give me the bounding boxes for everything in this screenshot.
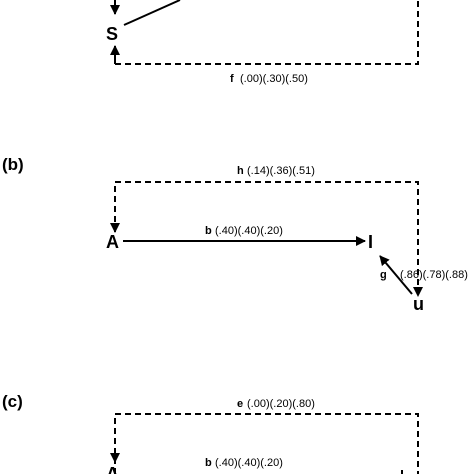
svg-text:(.14)(.36)(.51): (.14)(.36)(.51) bbox=[247, 165, 315, 177]
node-a: A bbox=[106, 232, 119, 252]
panel-a: S f (.00)(.30)(.50) bbox=[106, 0, 419, 85]
edge-s-diagonal bbox=[123, 0, 181, 26]
svg-text:(.40)(.40)(.20): (.40)(.40)(.20) bbox=[215, 225, 283, 237]
edge-b-label-c: b (.40)(.40)(.20) bbox=[205, 457, 283, 469]
node-i: I bbox=[368, 232, 373, 252]
svg-text:b: b bbox=[205, 457, 212, 469]
svg-text:b: b bbox=[205, 225, 212, 237]
edge-h-label: h (.14)(.36)(.51) bbox=[237, 165, 315, 177]
svg-text:e: e bbox=[237, 398, 243, 410]
svg-text:(.00)(.20)(.80): (.00)(.20)(.80) bbox=[247, 398, 315, 410]
edge-e-label: e (.00)(.20)(.80) bbox=[237, 398, 315, 410]
panel-b: (b) h (.14)(.36)(.51) A b (.40)(.40)(.20… bbox=[2, 155, 468, 314]
panel-b-label: (b) bbox=[2, 155, 24, 174]
node-a-c: A bbox=[106, 464, 119, 474]
edge-g-solid bbox=[379, 255, 413, 295]
svg-text:f: f bbox=[230, 73, 234, 85]
panel-c-label: (c) bbox=[2, 392, 23, 411]
svg-text:(.00)(.30)(.50): (.00)(.30)(.50) bbox=[240, 73, 308, 85]
edge-h-dashed bbox=[114, 181, 423, 297]
svg-text:(.86)(.78)(.88): (.86)(.78)(.88) bbox=[400, 269, 468, 281]
node-u: u bbox=[413, 294, 424, 314]
edge-f-label: f (.00)(.30)(.50) bbox=[230, 73, 308, 85]
svg-text:g: g bbox=[380, 269, 387, 281]
panel-c: (c) e (.00)(.20)(.80) b (.40)(.40)(.20) … bbox=[2, 392, 419, 474]
svg-text:h: h bbox=[237, 165, 244, 177]
edge-e-dashed bbox=[114, 413, 419, 474]
edge-f-dashed bbox=[115, 0, 419, 65]
edge-g-label: g (.86)(.78)(.88) bbox=[380, 269, 468, 281]
node-s: S bbox=[106, 24, 118, 44]
edge-b-label: b (.40)(.40)(.20) bbox=[205, 225, 283, 237]
svg-text:(.40)(.40)(.20): (.40)(.40)(.20) bbox=[215, 457, 283, 469]
